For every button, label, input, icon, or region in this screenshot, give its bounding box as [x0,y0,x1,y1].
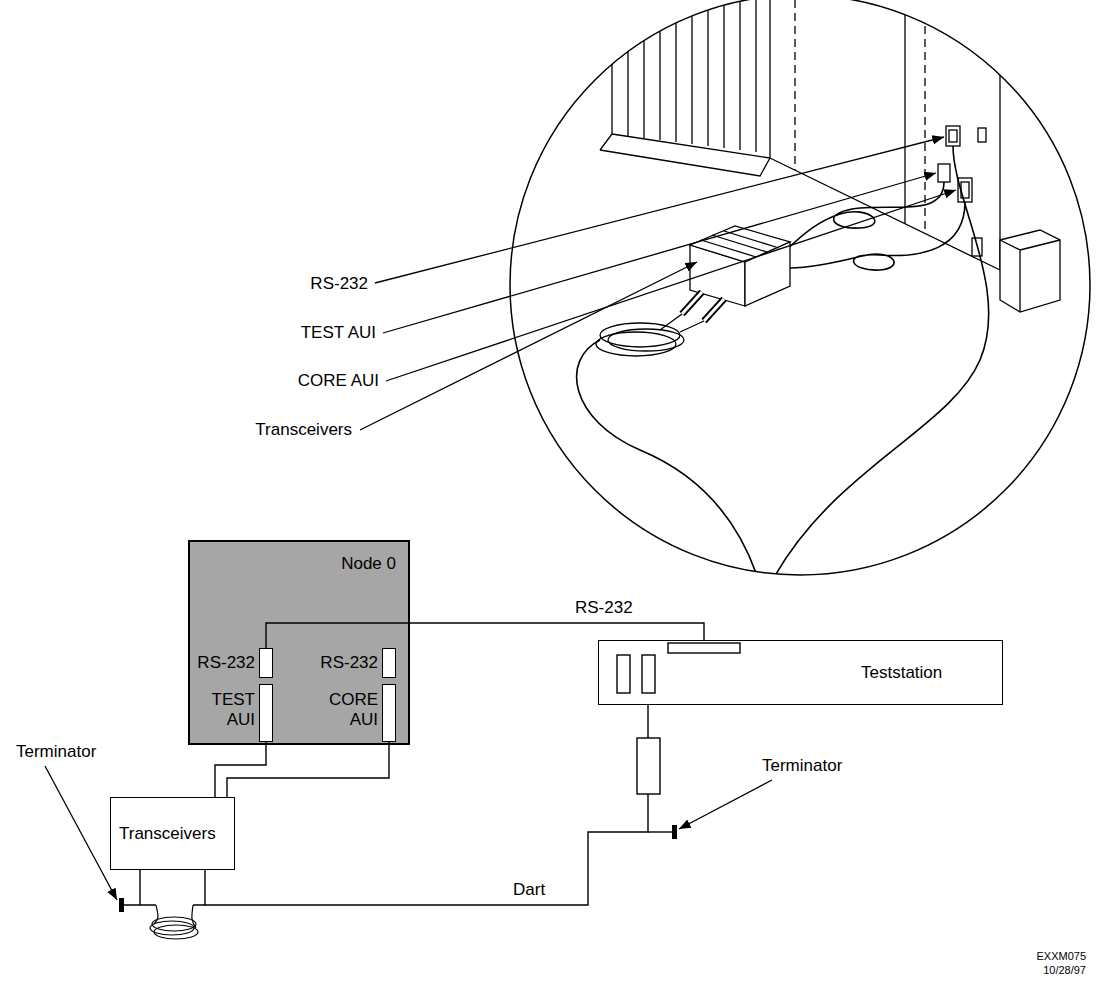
base-box [1000,240,1060,312]
panel-connectors [946,126,960,146]
port-label: RS-232 [197,653,255,673]
cable-coil [150,905,198,939]
port-label: CORE AUI [324,684,378,729]
cables [790,202,965,270]
cabinet-vents [612,0,770,158]
panel-connectors [978,128,986,142]
t-connector [648,831,672,832]
teststation-ports [617,655,630,693]
cable-coil [154,925,198,939]
detail-circle [510,0,1090,575]
panel-connectors [949,130,957,142]
callout-label: TEST AUI [301,323,376,343]
cables [577,146,989,585]
port-label: RS-232 [320,653,378,673]
node-box: RS-232 RS-232TEST AUI CORE AUI Node 0 [188,540,410,745]
cable-coil [596,323,684,356]
bnc-connectors [682,292,724,321]
cabinet-seams [795,0,925,234]
leader-line [383,173,936,333]
terminator-cap [119,898,124,912]
cable-label: Dart [511,880,547,900]
drawing-date: 10/28/97 [1043,964,1086,977]
port-socket [382,684,396,742]
leader-line [679,780,772,829]
port-connector: CORE AUI [316,684,396,742]
device-box: Transceivers [110,797,235,870]
cable-line [215,742,266,797]
t-connector [124,832,672,905]
bnc-connectors [660,292,724,332]
cabinet-plinth [600,134,770,176]
terminator-label: Terminator [16,742,96,762]
transceiver-unit [745,242,790,306]
t-connector [124,870,205,905]
callout-label: CORE AUI [298,371,379,391]
port-socket [259,648,273,678]
cable-line [266,623,704,648]
device-label: Teststation [861,663,942,683]
leader-line [386,190,956,381]
device-box: Teststation [598,640,1003,705]
cable-coil [596,332,676,356]
drawing-code: EXXM075 [1036,950,1086,963]
bnc-connectors [682,292,724,321]
callout-label: RS-232 [310,274,368,294]
teststation-ports [617,643,740,693]
terminator-cap [672,825,677,839]
port-socket [259,684,273,742]
teststation-ports [642,655,655,693]
leader-line [45,766,117,900]
port-connector: RS-232 [316,648,396,678]
leader-line [45,137,956,900]
node-fill [188,540,410,745]
leader-line [375,137,944,283]
cable-line [227,742,389,797]
leader-line [360,262,697,430]
cables [577,340,760,585]
terminator-label: Terminator [762,756,842,776]
port-connector: RS-232 [192,648,273,678]
cable-label: RS-232 [573,598,635,618]
callout-label: Transceivers [255,420,352,440]
node-title: Node 0 [341,554,396,574]
panel-connectors [938,126,986,202]
base-box [972,230,1060,312]
bnc-connectors [660,314,704,332]
transceiver-unit [690,226,790,306]
port-label: TEST AUI [207,684,255,729]
port-socket [382,648,396,678]
panel-connectors [938,164,950,182]
teststation-ports [668,643,740,653]
cabinet-panels [770,0,1000,270]
base-box [1000,230,1060,312]
device-label: Transceivers [119,824,216,844]
port-connector: TEST AUI [196,684,273,742]
dart-adapter [637,738,660,794]
